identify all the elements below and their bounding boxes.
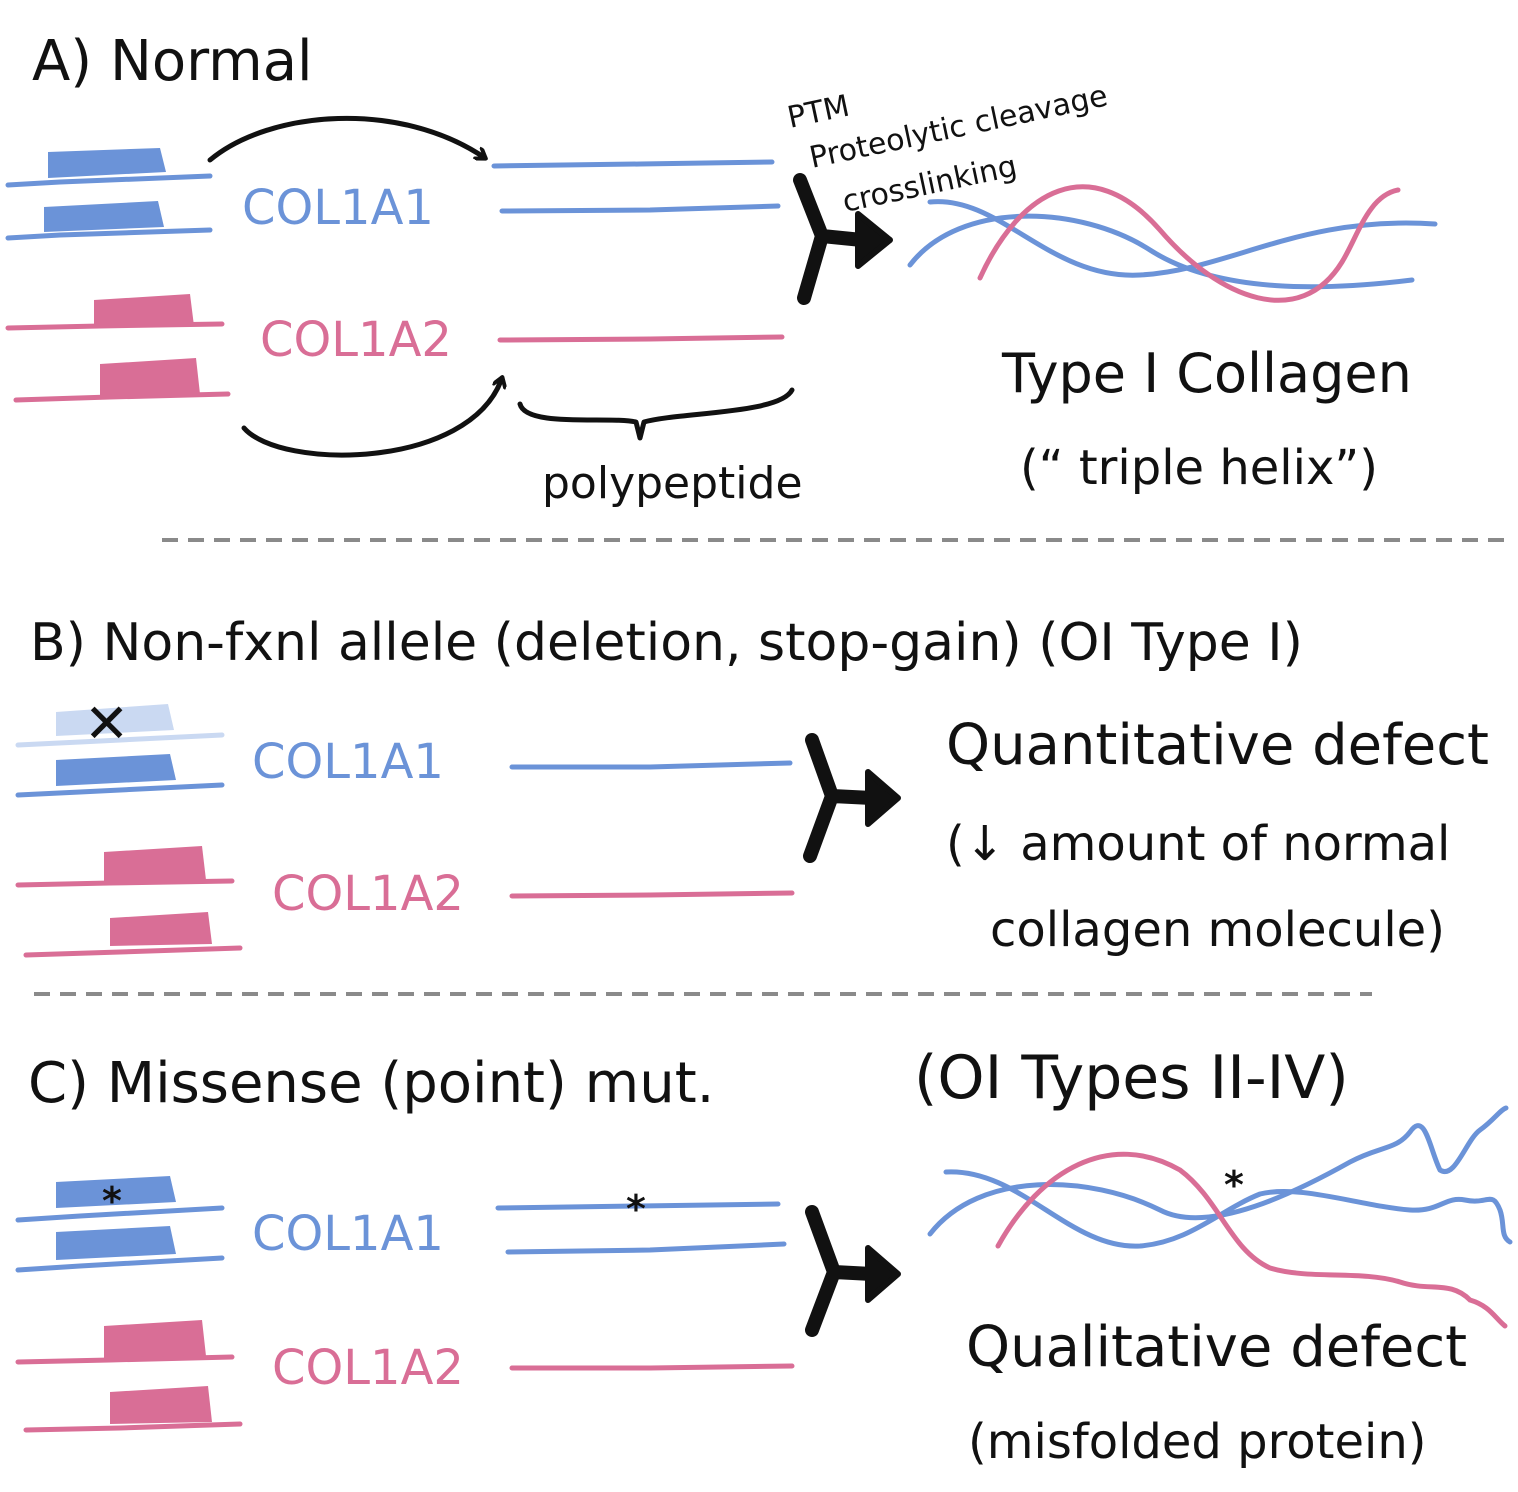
col1a1-allele-mutant	[15, 1176, 225, 1223]
section-a-title: A) Normal	[32, 29, 313, 94]
polypeptide-label: polypeptide	[542, 458, 803, 509]
polypeptide-chain-c-a1	[505, 1241, 787, 1255]
mutation-mark-helix: *	[1224, 1163, 1244, 1207]
qualitative-defect-title: Qualitative defect	[966, 1315, 1467, 1380]
gene-label-col1a2-c: COL1A2	[272, 1340, 464, 1396]
triple-helix	[907, 184, 1438, 303]
section-b: B) Non-fxnl allele (deletion, stop-gain)…	[15, 613, 1489, 958]
section-b-title: B) Non-fxnl allele (deletion, stop-gain)…	[30, 613, 1303, 673]
translation-arrow-bottom	[241, 378, 502, 458]
translation-arrow-top	[207, 116, 485, 163]
polypeptide-chain-a1-2	[499, 203, 781, 214]
misfolded-helix	[927, 1105, 1513, 1329]
quantitative-defect-line2: collagen molecule)	[990, 902, 1445, 958]
section-c: C) Missense (point) mut. (OI Types II-IV…	[15, 1043, 1513, 1470]
assembly-arrow-b	[803, 733, 901, 863]
polypeptide-chain-a2	[497, 334, 785, 343]
polypeptide-chain-b-a2	[509, 890, 795, 899]
gene-label-col1a1-b: COL1A1	[252, 734, 444, 790]
gene-label-col1a2: COL1A2	[260, 312, 452, 368]
col1a1-allele-nonfunctional	[15, 704, 225, 748]
type-i-collagen-title: Type I Collagen	[1001, 342, 1412, 405]
triple-helix-subtitle: (“ triple helix”)	[1020, 440, 1378, 496]
col1a1-allele-normal-c	[15, 1226, 225, 1273]
quantitative-defect-line1: (↓ amount of normal	[946, 816, 1450, 872]
ptm-label: PTM	[784, 89, 852, 136]
quantitative-defect-title: Quantitative defect	[946, 713, 1489, 778]
col1a1-allele-2	[5, 201, 213, 241]
polypeptide-chain-b-a1	[509, 760, 793, 770]
section-a: A) Normal COL1A1 COL1A2 polypept	[5, 29, 1438, 509]
polypeptide-chain-c-a1-mutant	[495, 1201, 781, 1211]
qualitative-defect-subtitle: (misfolded protein)	[968, 1414, 1427, 1470]
col1a2-allele-2	[13, 358, 231, 403]
col1a1-allele-1	[5, 148, 213, 188]
section-c-title: C) Missense (point) mut.	[28, 1051, 714, 1116]
assembly-arrow-c	[805, 1205, 901, 1337]
deletion-x-mark: ✕	[84, 692, 129, 755]
gene-label-col1a2-b: COL1A2	[272, 866, 464, 922]
gene-label-col1a1: COL1A1	[242, 180, 434, 236]
col1a2-allele-2-b	[23, 912, 243, 958]
col1a2-allele-1	[5, 294, 225, 331]
col1a2-allele-1-b	[15, 846, 235, 888]
assembly-arrow-a	[793, 173, 893, 305]
polypeptide-chain-a1-1	[491, 159, 775, 169]
mutation-mark-allele: *	[102, 1179, 122, 1223]
oi-types-label: (OI Types II-IV)	[914, 1043, 1349, 1113]
mutation-mark-polypeptide: *	[626, 1187, 646, 1231]
polypeptide-brace	[517, 387, 795, 441]
polypeptide-chain-c-a2	[509, 1363, 795, 1371]
col1a2-allele-2-c	[23, 1386, 243, 1433]
col1a1-allele-functional	[15, 754, 225, 798]
col1a2-allele-1-c	[15, 1320, 235, 1365]
gene-label-col1a1-c: COL1A1	[252, 1206, 444, 1262]
